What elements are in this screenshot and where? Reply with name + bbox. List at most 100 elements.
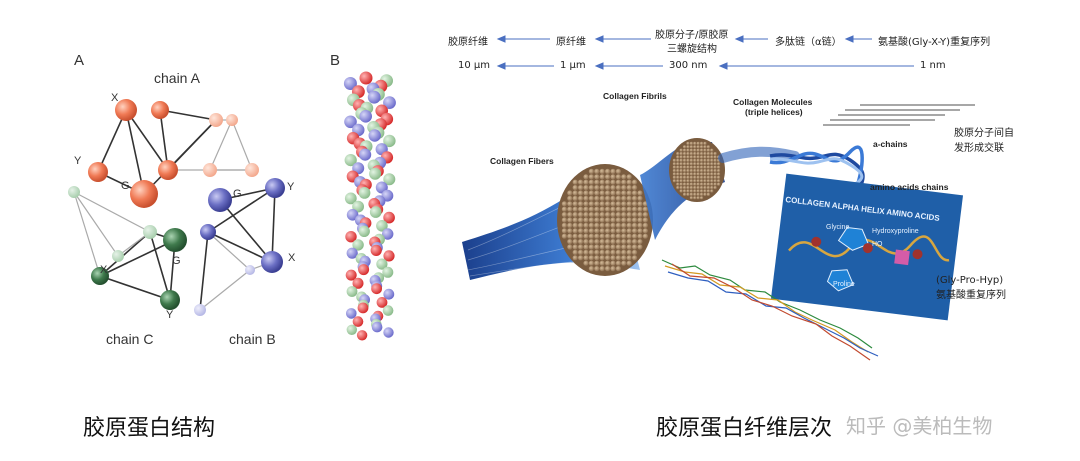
bundle-strand [683,162,687,166]
helix-sphere [358,225,370,237]
bundle-strand [594,260,600,266]
bundle-strand [693,186,697,190]
hier-amino-acids: 氨基酸(Gly-X-Y)重复序列 [878,37,991,48]
bundle-strand [676,179,680,183]
bundle-strand [610,222,616,228]
bundle-strand [615,195,621,201]
bundle-strand [605,206,611,212]
bundle-strand [703,152,707,156]
atom-c-faint [143,225,157,239]
bundle-strand [696,172,700,176]
bundle-strand [700,172,704,176]
bundle-strand [693,172,697,176]
bundle-strand [626,195,632,201]
bundle-strand [626,217,632,223]
bundle-strand [696,192,700,196]
bundle-strand [700,192,704,196]
helix-sphere [345,231,357,243]
bundle-strand [689,172,693,176]
bundle-strand [693,192,697,196]
residue-label: X [100,264,108,276]
bundle-strand [572,217,578,223]
helix-sphere [383,250,395,262]
bundle-strand [683,165,687,169]
bundle-strand [706,172,710,176]
bundle-strand [686,179,690,183]
helix-sphere [368,129,381,142]
bundle-strand [703,148,707,152]
bundle-strand [583,244,589,250]
helix-sphere [359,71,373,85]
bundle-strand [605,185,611,191]
bundle-strand [615,179,621,185]
bundle-strand [578,212,584,218]
bundle-strand [703,175,707,179]
helix-sphere [357,302,369,314]
bundle-strand [594,190,600,196]
bundle-strand [679,179,683,183]
hydroxyproline-label: Hydroxyproline [872,228,919,235]
bundle-strand [706,175,710,179]
bundle-strand [594,168,600,174]
bundle-strand [610,260,616,266]
bundle-strand [583,174,589,180]
bundle-strand [693,165,697,169]
bundle-strand [700,175,704,179]
bundle-strand [686,148,690,152]
molecule-bundle [672,141,721,200]
bundle-strand [700,162,704,166]
bundle-strand [632,255,638,261]
bundle-strand [703,155,707,159]
bundle-strand [588,244,594,250]
atom-a [158,160,178,180]
bundle-strand [599,255,605,261]
bundle-strand [672,158,676,162]
bundle-strand [632,217,638,223]
bundle-strand [588,206,594,212]
bundle-strand [686,155,690,159]
bundle-strand [583,233,589,239]
helix-sphere [383,134,396,148]
bundle-strand [561,222,567,228]
bundle-strand [693,175,697,179]
bundle-strand [605,266,611,272]
bundle-strand [605,249,611,255]
bundle-strand [583,212,589,218]
bundle-strand [679,158,683,162]
bundle-strand [567,190,573,196]
bundle-strand [713,172,717,176]
bundle-strand [578,185,584,191]
bundle-strand [605,217,611,223]
bundle-strand [610,239,616,245]
bundle-strand [605,239,611,245]
crosslink-note: 胶原分子间自 发形成交联 [954,128,1014,154]
bundle-strand [626,228,632,234]
bundle-strand [713,179,717,183]
bundle-strand [594,179,600,185]
atom-a-faint [245,163,259,177]
helix-sphere [369,167,382,180]
atom-b [200,224,216,240]
chain-c-label: chain C [106,331,154,347]
helix-sphere [346,286,358,297]
bundle-strand [567,222,573,228]
helix-sphere [343,77,357,90]
triple-helices-label: (triple helices) [745,107,803,117]
bundle-strand [588,212,594,218]
scale-1nm: 1 nm [920,60,946,71]
residue-label: Y [287,181,295,193]
bundle-strand [610,174,616,180]
bundle-strand [610,168,616,174]
atom-b-g [208,188,232,212]
bundle-strand [703,182,707,186]
bundle-strand [578,201,584,207]
bundle-strand [679,162,683,166]
bundle-strand [588,190,594,196]
bundle-strand [572,244,578,250]
chain-network-diagram [68,99,285,316]
bundle-strand [700,186,704,190]
bundle-strand [637,233,643,239]
bundle-strand [693,155,697,159]
atom-b-y [265,178,285,198]
bundle-strand [710,182,714,186]
